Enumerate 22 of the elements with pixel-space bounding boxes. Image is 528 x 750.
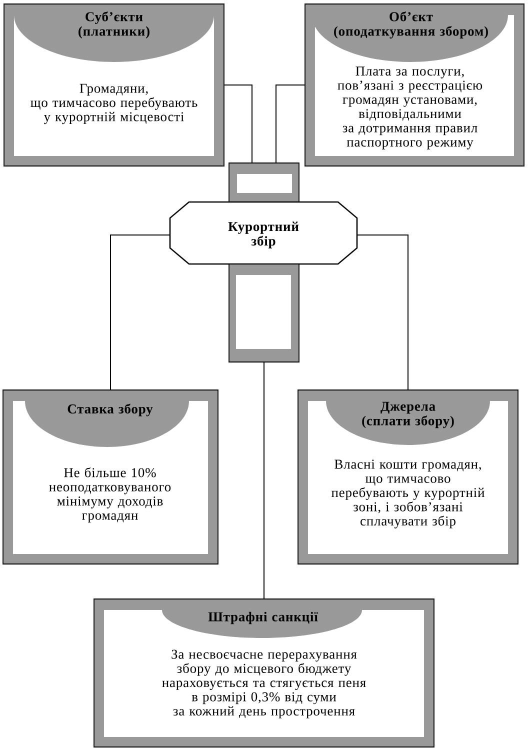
connector-line <box>110 234 170 390</box>
body-text: Власні кошти громадян, що тимчасово перебувають у курортній зоні, і зобов’язані сплачувати збір <box>331 460 484 528</box>
body-text: Громадяни, що тимчасово перебувають у курортній місцевості <box>30 84 198 124</box>
connector-line <box>224 84 252 164</box>
header-banner: Джерела (сплати збору) <box>326 401 490 445</box>
info-box <box>2 390 218 564</box>
header-banner: Суб’єкти (платники) <box>14 11 214 62</box>
body-text: Не більше 10% неоподатковуваного мінімуму доходів громадян <box>49 467 171 523</box>
body-text: За несвоєчасне перерахування збору до місцевого бюджету нараховується та стягується пеня в розмірі 0,3% від суми за кожний день прострочення <box>162 650 366 718</box>
connector-line <box>356 234 408 390</box>
info-box <box>4 4 224 166</box>
body-text: Плата за послуги, пов’язані з реєстрацією громадян установами, відповідальними за дотримання правил паспортного режиму <box>338 66 482 150</box>
connector-line <box>276 84 306 164</box>
empty-box <box>228 162 300 202</box>
info-box <box>304 4 524 166</box>
empty-box <box>228 264 300 362</box>
info-box <box>94 598 434 748</box>
header-banner: Штрафні санкції <box>162 610 362 638</box>
info-box <box>298 390 518 564</box>
header-banner: Ставка збору <box>25 401 189 447</box>
octagon-box: Курортний збір <box>169 201 358 265</box>
header-banner: Об’єкт (оподаткування збором) <box>315 11 508 62</box>
